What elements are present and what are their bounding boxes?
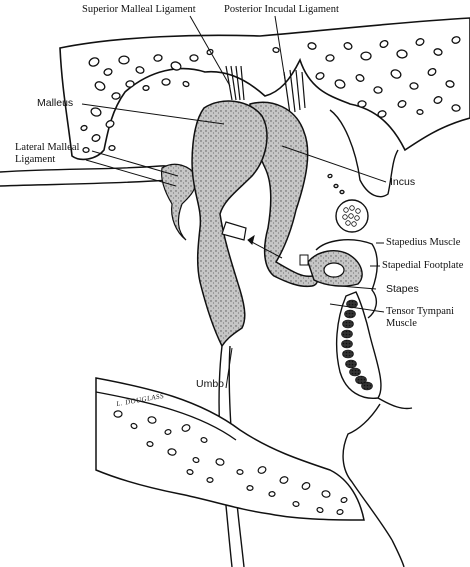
bone-cell	[293, 501, 300, 507]
label-stapedius-muscle: Stapedius Muscle	[386, 237, 460, 249]
bone-cell	[397, 50, 408, 59]
label-tensor-tympani-line2: Muscle	[386, 318, 417, 330]
bone-cell	[340, 190, 344, 193]
bone-cell	[207, 478, 213, 483]
muscle-fiber-segment	[343, 350, 354, 358]
stapedial-footplate	[300, 255, 308, 265]
bone-cell	[143, 85, 149, 90]
bone-cell	[182, 81, 189, 88]
bone-cell	[126, 80, 135, 87]
bone-cell	[337, 509, 344, 515]
bone-cell	[237, 469, 243, 474]
muscle-fiber-segment	[343, 320, 354, 328]
bone-cell	[109, 146, 115, 151]
bone-cell	[114, 411, 122, 418]
label-superior-malleal-ligament: Superior Malleal Ligament	[82, 4, 196, 16]
bone-cell	[190, 55, 198, 62]
bone-cell	[417, 109, 423, 114]
label-stapes: Stapes	[386, 283, 419, 295]
label-lateral-malleal-ligament-line2: Ligament	[15, 154, 55, 166]
bone-cell	[83, 148, 89, 153]
label-malleus: Malleus	[37, 97, 73, 109]
bone-cell	[374, 86, 383, 93]
muscle-fiber-segment	[350, 368, 361, 376]
lateral-malleal-ligament	[162, 164, 197, 240]
label-tensor-tympani: Tensor Tympani	[386, 306, 454, 318]
stapes-foramen	[324, 263, 344, 277]
label-incus: Incus	[390, 176, 415, 188]
bone-cell	[273, 47, 280, 53]
label-posterior-incudal-ligament: Posterior Incudal Ligament	[224, 4, 339, 16]
muscle-fiber-segment	[342, 330, 353, 338]
bone-cell	[361, 52, 371, 60]
bone-cell	[119, 56, 129, 64]
muscle-fiber-segment	[345, 310, 356, 318]
canal-wall-upper-2	[0, 180, 170, 186]
bone-cell	[334, 184, 338, 187]
bone-cell	[247, 485, 253, 490]
muscle-fiber-segment	[342, 340, 353, 348]
label-umbo: Umbo	[196, 378, 224, 390]
bone-cell	[452, 104, 461, 111]
muscle-fiber-segment	[362, 382, 373, 390]
medial-wall-2	[392, 540, 404, 567]
bone-cell	[269, 491, 275, 496]
bone-cell	[326, 54, 335, 61]
label-lateral-malleal-ligament: Lateral Malleal	[15, 142, 79, 154]
bone-cell	[410, 82, 419, 89]
bone-cell	[147, 441, 154, 447]
bone-cell	[358, 101, 366, 108]
label-stapedial-footplate: Stapedial Footplate	[382, 260, 463, 272]
muscle-fiber-segment	[346, 360, 357, 368]
bone-cell	[328, 174, 333, 178]
bone-cell	[162, 79, 170, 86]
